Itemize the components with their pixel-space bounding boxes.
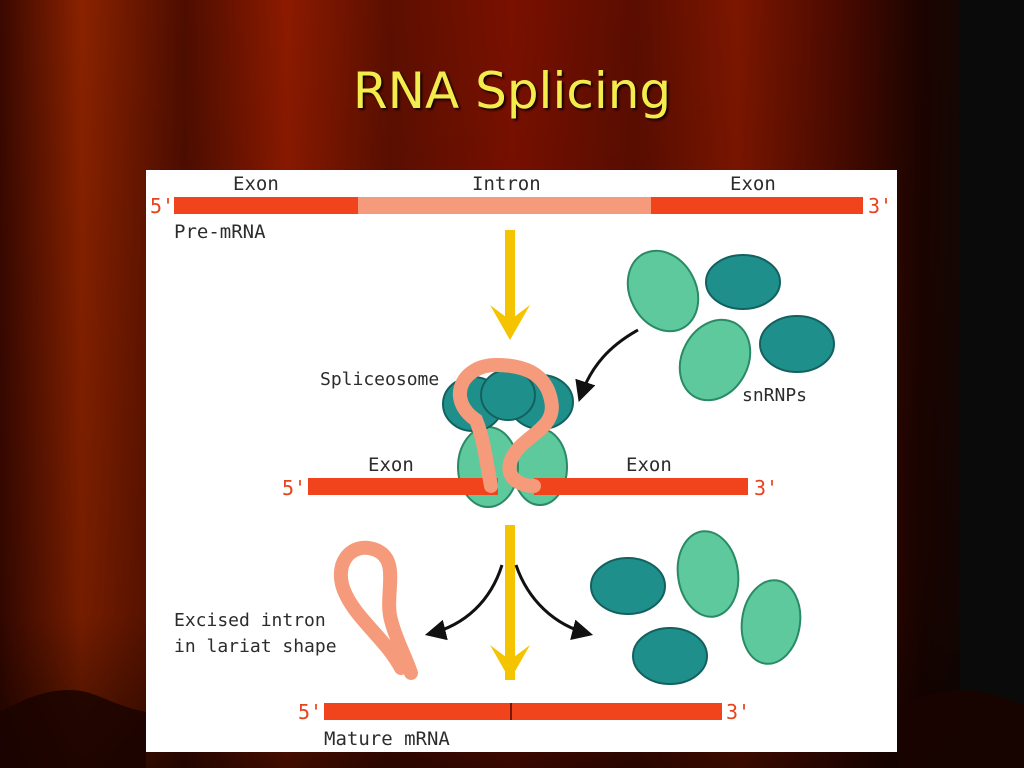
pre-mrna-exon-right [651, 197, 863, 214]
mature-exon-left [324, 703, 510, 720]
pre-mrna-strand: Exon Intron Exon 5' 3' Pre-mRNA [150, 173, 892, 243]
snrnps-curved-arrow [575, 328, 639, 402]
splice-three-prime: 3' [754, 476, 778, 500]
pre-mrna-label: Pre-mRNA [174, 221, 266, 243]
splice-five-prime: 5' [282, 476, 306, 500]
snrnps-cluster-bottom [590, 530, 802, 685]
splice-exon-right [534, 478, 748, 495]
splice-exon-right-label: Exon [626, 454, 672, 476]
excised-intron-label-line1: Excised intron [174, 610, 326, 631]
mature-mrna-strand: 5' 3' Mature mRNA [298, 700, 750, 750]
excised-intron-lariat [333, 540, 418, 680]
mature-mrna-label: Mature mRNA [324, 728, 450, 750]
spliceosome-label: Spliceosome [320, 369, 439, 390]
pre-mrna-exon-right-label: Exon [730, 173, 776, 195]
pre-mrna-intron-label: Intron [472, 173, 541, 195]
pre-mrna-exon-left-label: Exon [233, 173, 279, 195]
mature-five-prime: 5' [298, 700, 322, 724]
pre-mrna-three-prime: 3' [868, 194, 892, 218]
snrnps-cluster-top [626, 249, 835, 402]
intron-loop-in-spliceosome [452, 357, 559, 493]
pre-mrna-intron [358, 197, 651, 214]
splice-exon-left [308, 478, 498, 495]
excised-intron-label-line2: in lariat shape [174, 636, 337, 657]
arrow-to-excised-intron [424, 564, 504, 641]
snrnps-label: snRNPs [742, 385, 807, 406]
pre-mrna-exon-left [174, 197, 358, 214]
mature-three-prime: 3' [726, 700, 750, 724]
pre-mrna-five-prime: 5' [150, 194, 174, 218]
splice-exon-left-label: Exon [368, 454, 414, 476]
splice-stage-strand: Exon Exon 5' 3' [282, 454, 778, 500]
slide-title: RNA Splicing [352, 62, 672, 120]
mature-exon-right [512, 703, 722, 720]
rna-splicing-figure: Exon Intron Exon 5' 3' Pre-mRNA snRNPs S… [146, 170, 897, 752]
arrow-to-released-snrnps [514, 564, 594, 640]
arrow-to-mature-mrna [490, 525, 530, 680]
arrow-to-spliceosome [490, 230, 530, 340]
